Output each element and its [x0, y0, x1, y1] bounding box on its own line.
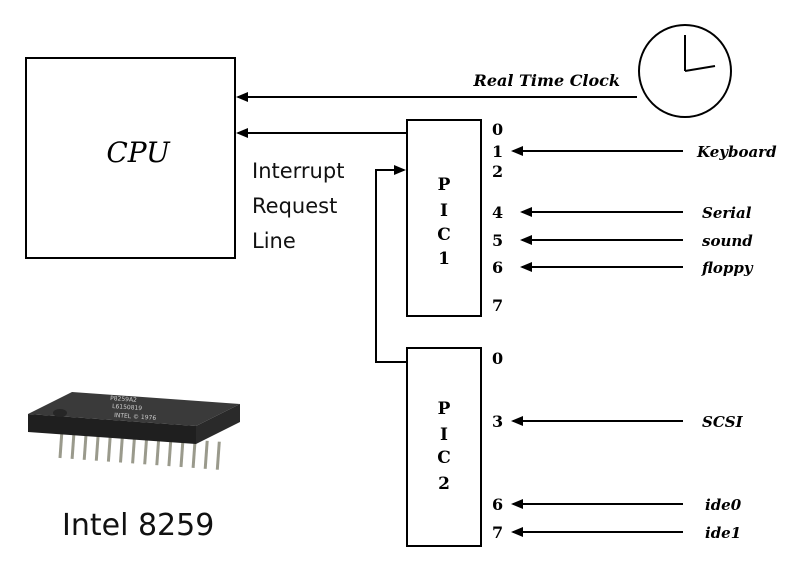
chip-pin [143, 436, 149, 465]
clock-icon [638, 24, 732, 118]
interrupt-label-line: Interrupt [252, 159, 345, 183]
pic2-pin-number: 6 [492, 495, 503, 514]
pic1-pin-number: 7 [492, 296, 503, 315]
chip-pin [106, 433, 112, 462]
pic2-pin-number: 0 [492, 349, 503, 368]
chip-marking: L6150819 [112, 403, 143, 412]
cpu-box [25, 57, 236, 259]
device-label-keyboard: Keyboard [696, 143, 777, 161]
device-label-ide1: ide1 [705, 524, 741, 542]
chip-pin [82, 431, 88, 460]
device-label-ide0: ide0 [705, 496, 742, 514]
pic1-pin-number: 4 [492, 203, 503, 222]
pic2-letter: C [437, 448, 451, 468]
device-label-scsi: SCSI [702, 413, 744, 431]
chip-pin [203, 440, 209, 469]
pic1-letter: I [440, 201, 448, 221]
chip-pin [58, 429, 64, 459]
chip-image: P8259A2 L6150819 INTEL © 1976 [28, 392, 240, 470]
pic2-box [406, 347, 482, 547]
pic2-letter: 2 [438, 474, 450, 494]
pic2-letter: P [438, 399, 451, 419]
pic1-pin-number: 6 [492, 258, 503, 277]
cascade-line [375, 165, 407, 363]
device-label-floppy: floppy [701, 259, 754, 277]
chip-pin [191, 439, 197, 469]
pic2-letter: I [440, 425, 448, 445]
interrupt-label-line: Request [252, 194, 338, 218]
chip-marking: P8259A2 [110, 395, 137, 404]
pic1-letter: P [438, 175, 451, 195]
pic2-pin-number: 3 [492, 412, 503, 431]
device-label-sound: sound [702, 232, 753, 250]
clock-label: Real Time Clock [473, 71, 620, 90]
device-label-serial: Serial [702, 204, 752, 222]
chip-pin [215, 441, 221, 470]
chip-pin [70, 430, 76, 460]
interrupt-label-line: Line [252, 229, 296, 253]
pic1-box [406, 119, 482, 317]
chip-caption: Intel 8259 [62, 508, 215, 543]
chip-pin [155, 437, 161, 466]
chip-pin [119, 434, 124, 463]
chip-pin [179, 438, 185, 468]
pic1-letter: C [437, 225, 451, 245]
pic1-pin-number: 5 [492, 231, 503, 250]
chip-pin [131, 435, 137, 464]
pic1-pin-number: 0 [492, 120, 503, 139]
cpu-label: CPU [106, 136, 171, 169]
pic2-pin-number: 7 [492, 523, 503, 542]
chip-pin [94, 432, 100, 461]
pic1-pin-number: 2 [492, 162, 503, 181]
chip-pin [167, 437, 173, 467]
pic1-letter: 1 [438, 249, 450, 269]
chip-marking: INTEL © 1976 [114, 412, 157, 422]
pic1-pin-number: 1 [492, 142, 503, 161]
